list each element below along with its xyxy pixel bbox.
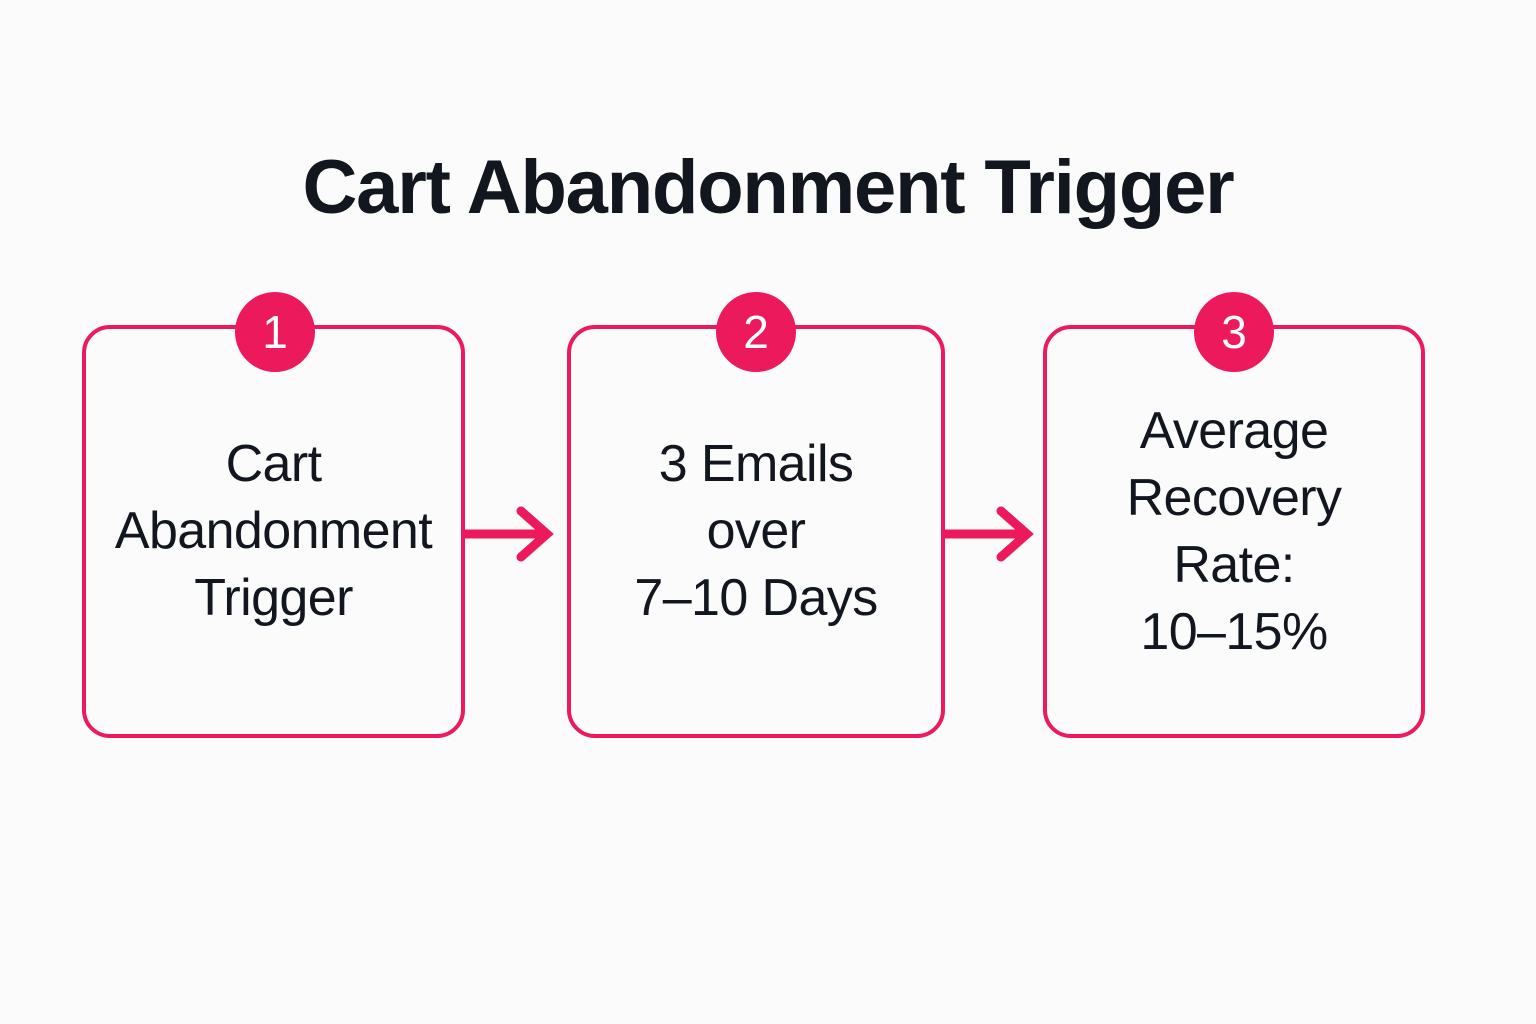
step-badge-1-number: 1	[262, 306, 288, 358]
step-badge-3: 3	[1194, 292, 1274, 372]
connector-arrow-2	[943, 496, 1045, 572]
page-title: Cart Abandonment Trigger	[302, 144, 1234, 230]
step-badge-3-number: 3	[1221, 306, 1247, 358]
connector-arrow-1	[463, 496, 565, 572]
flow-step-3-label: Average Recovery Rate: 10–15%	[1126, 401, 1342, 661]
step-badge-2: 2	[716, 292, 796, 372]
arrow-right-icon	[945, 506, 1034, 562]
flow-step-1-label: Cart Abandonment Trigger	[114, 435, 433, 627]
flow-step-1[interactable]: Cart Abandonment Trigger	[82, 325, 465, 738]
flow-step-3[interactable]: Average Recovery Rate: 10–15%	[1043, 325, 1425, 738]
flow-step-2-label: 3 Emails over 7–10 Days	[634, 435, 878, 627]
step-badge-1: 1	[235, 292, 315, 372]
flow-step-2[interactable]: 3 Emails over 7–10 Days	[567, 325, 945, 738]
arrow-right-icon	[465, 506, 554, 562]
step-badge-2-number: 2	[743, 306, 769, 358]
